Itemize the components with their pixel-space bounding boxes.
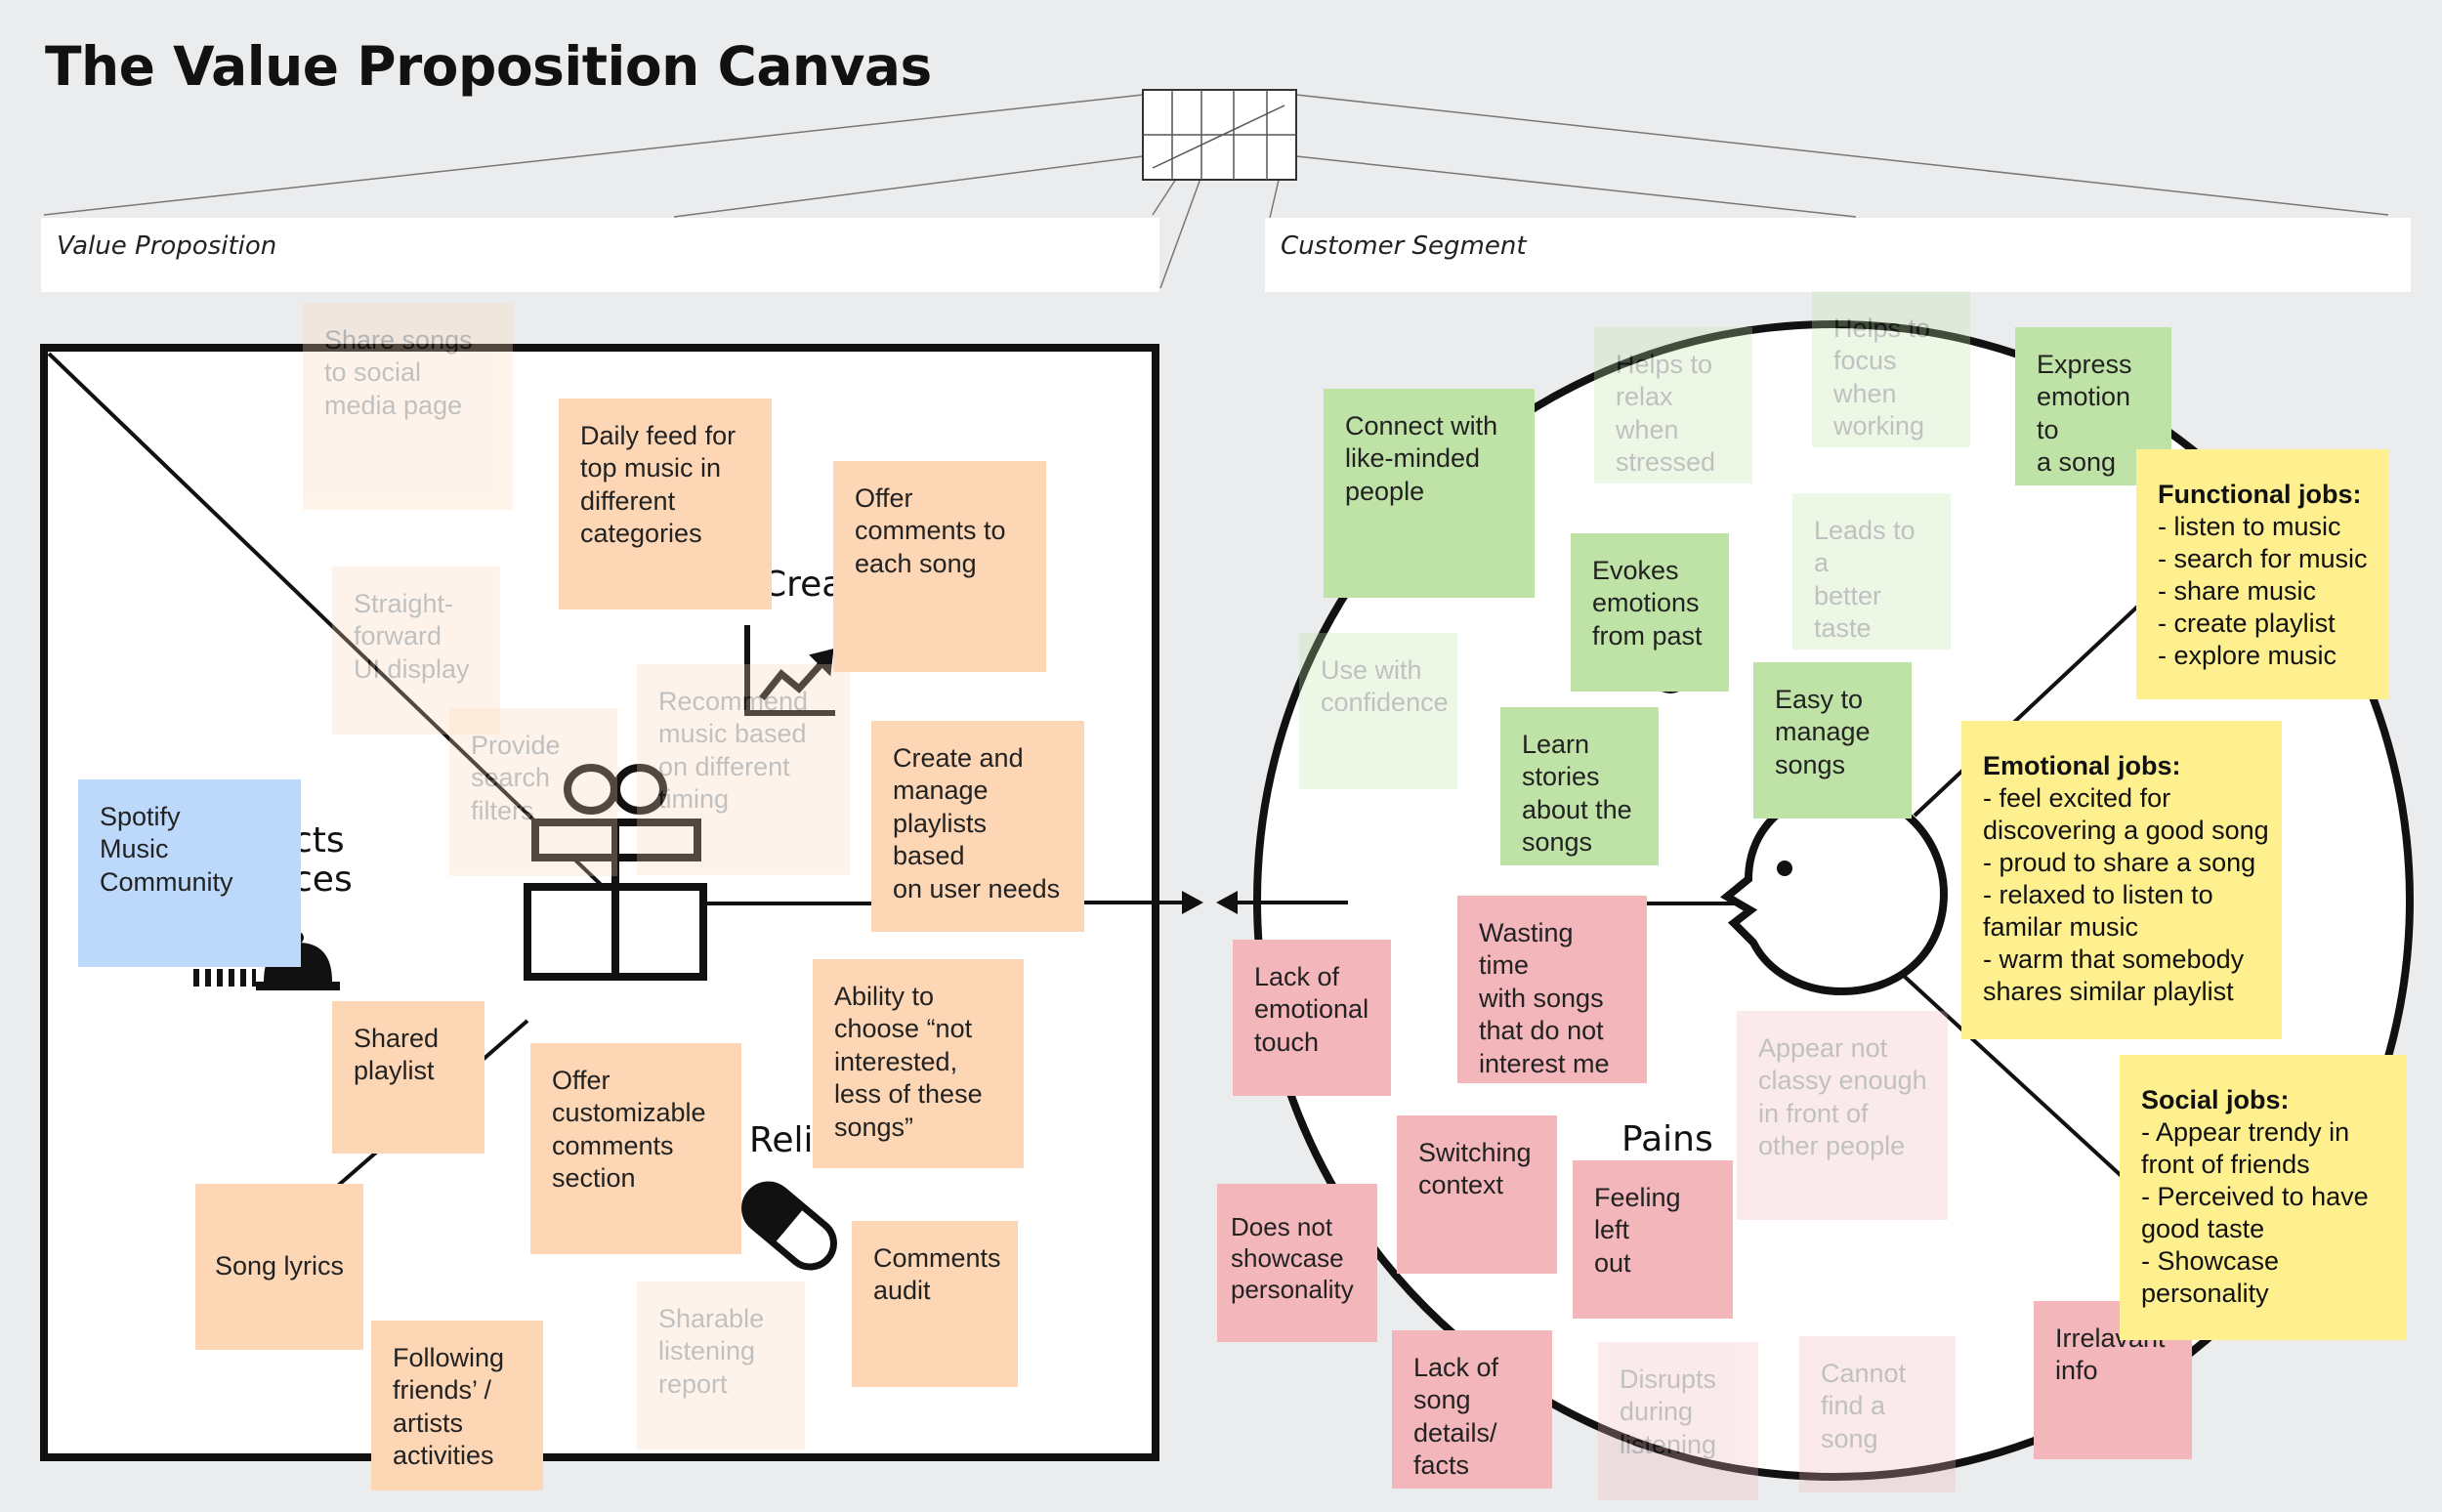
social-jobs-note[interactable]: Social jobs: - Appear trendy in front of… [2120,1055,2407,1340]
sticky-note[interactable]: Provide search filters [449,708,617,876]
emotional-jobs-note[interactable]: Emotional jobs: - feel excited for disco… [1961,721,2282,1039]
job-line: good taste [2141,1213,2265,1243]
sticky-note[interactable]: Straight- forward UI display [332,567,500,735]
functional-jobs-title: Functional jobs: [2158,480,2362,509]
sticky-note[interactable]: Comments audit [852,1221,1018,1387]
job-line: - Perceived to have [2141,1181,2369,1211]
job-line: front of friends [2141,1149,2310,1179]
sticky-note[interactable]: Appear not classy enough in front of oth… [1737,1011,1948,1220]
gain-creators-label: Crea [762,565,844,605]
job-line: - feel excited for [1983,782,2171,813]
job-line: - proud to share a song [1983,847,2256,877]
job-line: - create playlist [2158,608,2336,638]
sticky-note[interactable]: Use with confidence [1299,633,1457,789]
job-line: - relaxed to listen to [1983,879,2213,909]
job-line: - explore music [2158,640,2337,670]
social-jobs-title: Social jobs: [2141,1085,2290,1114]
gift-icon [524,764,707,981]
sticky-note[interactable]: Disrupts during listening [1598,1342,1758,1500]
products-label: cts [293,820,345,861]
customer-segment-header: Customer Segment [1265,218,2411,292]
value-proposition-label: Value Proposition [57,231,277,261]
pains-label: Pains [1621,1119,1713,1159]
sticky-note[interactable]: Switching context [1397,1115,1557,1274]
job-line: - warm that somebody [1983,944,2245,974]
job-line: - Appear trendy in [2141,1116,2350,1147]
sticky-note[interactable]: Helps to relax when stressed [1594,327,1752,483]
sticky-note[interactable]: Offer comments to each song [833,461,1046,672]
sticky-note[interactable]: Offer customizable comments section [530,1043,741,1254]
sticky-note[interactable]: Lack of song details/ facts [1392,1330,1552,1489]
sticky-note[interactable]: Spotify Music Community [78,779,301,967]
job-line: shares similar playlist [1983,976,2234,1006]
job-line: - Showcase [2141,1245,2280,1276]
growth-chart-icon [744,625,835,716]
page-title: The Value Proposition Canvas [45,35,932,98]
value-proposition-header: Value Proposition [41,218,1159,292]
sticky-note[interactable]: Lack of emotional touch [1233,940,1391,1096]
pill-icon [741,1181,837,1271]
sticky-note[interactable]: Connect with like-minded people [1324,389,1535,598]
emotional-jobs-title: Emotional jobs: [1983,751,2181,780]
sticky-note[interactable]: Wasting time with songs that do not inte… [1457,896,1647,1083]
sticky-note[interactable]: Feeling left out [1573,1160,1733,1319]
canvas-thumbnail [1142,89,1297,181]
sticky-note[interactable]: Ability to choose “not interested, less … [813,959,1024,1168]
sticky-note[interactable]: Create and manage playlists based on use… [871,721,1084,932]
sticky-note[interactable]: Sharable listening report [637,1281,805,1449]
sticky-note[interactable]: Song lyrics [195,1184,363,1350]
customer-segment-label: Customer Segment [1281,231,1527,261]
sticky-note[interactable]: Easy to manage songs [1753,662,1912,819]
job-line: - listen to music [2158,511,2341,541]
sticky-note[interactable]: Evokes emotions from past [1571,533,1729,692]
services-label: ces [293,860,353,900]
job-line: - share music [2158,575,2317,606]
sticky-note[interactable]: Does not showcase personality [1217,1184,1377,1342]
sticky-note[interactable]: Learn stories about the songs [1500,707,1659,865]
sticky-note[interactable]: Helps to focus when working [1812,291,1970,447]
pain-relievers-label: Reli [749,1120,814,1160]
functional-jobs-note[interactable]: Functional jobs: - listen to music - sea… [2136,449,2388,699]
sticky-note[interactable]: Shared playlist [332,1001,484,1154]
job-line: familar music [1983,911,2139,942]
sticky-note[interactable]: Share songs to social media page [303,303,513,510]
job-line: personality [2141,1278,2269,1308]
sticky-note[interactable]: Leads to a better taste of music [1792,493,1951,650]
fit-arrows [1074,891,1348,914]
sticky-note[interactable]: Following friends’ / artists activities [371,1321,543,1491]
job-line: - search for music [2158,543,2368,573]
sticky-note[interactable]: Recommend music based on different timin… [637,664,850,875]
job-line: discovering a good song [1983,815,2269,845]
sticky-note[interactable]: Daily feed for top music in different ca… [559,399,772,609]
sticky-note[interactable]: Cannot find a song [1799,1336,1956,1492]
